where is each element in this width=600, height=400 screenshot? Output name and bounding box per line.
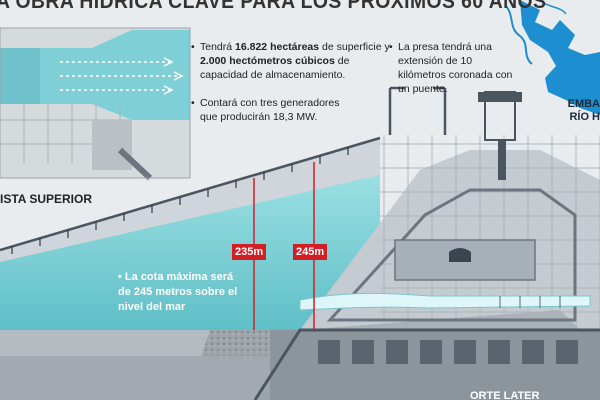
callout-surface-mid: de superficie y — [319, 41, 390, 53]
level-tag-235: 235m — [232, 244, 267, 260]
water-note: • La cota máxima será de 245 metros sobr… — [118, 270, 248, 315]
headline: A OBRA HÍDRICA CLAVE PARA LOS PRÓXIMOS 6… — [0, 0, 547, 13]
bullet-icon: • — [118, 271, 125, 283]
callout-crest: • La presa tendrá una extensión de 10 ki… — [389, 40, 518, 96]
reservoir-label-line1: EMBA — [567, 98, 600, 110]
callout-surface-suffix: de capacidad de almacenamiento. — [200, 55, 350, 81]
callout-surface-prefix: Tendrá — [200, 41, 236, 53]
callout-surface-volume: 2.000 hectómetros cúbicos — [200, 55, 335, 67]
water-note-text: La cota máxima será de 245 metros sobre … — [118, 271, 238, 313]
bottom-cut-label: ORTE LATER — [470, 390, 540, 400]
callout-crest-text: La presa tendrá una extensión de 10 kiló… — [398, 41, 513, 95]
callout-surface: • Tendrá 16.822 hectáreas de superficie … — [191, 40, 390, 82]
reservoir-water — [0, 172, 380, 330]
reservoir-label: EMBA RÍO H — [568, 98, 600, 124]
callout-surface-hectares: 16.822 hectáreas — [235, 41, 320, 53]
top-view-label: ISTA SUPERIOR — [0, 192, 93, 206]
level-tag-245: 245m — [293, 244, 328, 260]
dam-body — [253, 86, 600, 400]
bullet-icon: • — [191, 41, 195, 53]
reservoir-label-line2: RÍO H — [569, 111, 600, 123]
upstream-slope — [0, 138, 380, 262]
callout-generators-text: Contará con tres generadores que produci… — [200, 97, 340, 123]
callout-generators: • Contará con tres generadores que produ… — [191, 96, 350, 124]
location-map — [504, 0, 600, 115]
bullet-icon: • — [191, 97, 195, 109]
bullet-icon: • — [389, 41, 393, 53]
plan-view — [0, 27, 191, 181]
